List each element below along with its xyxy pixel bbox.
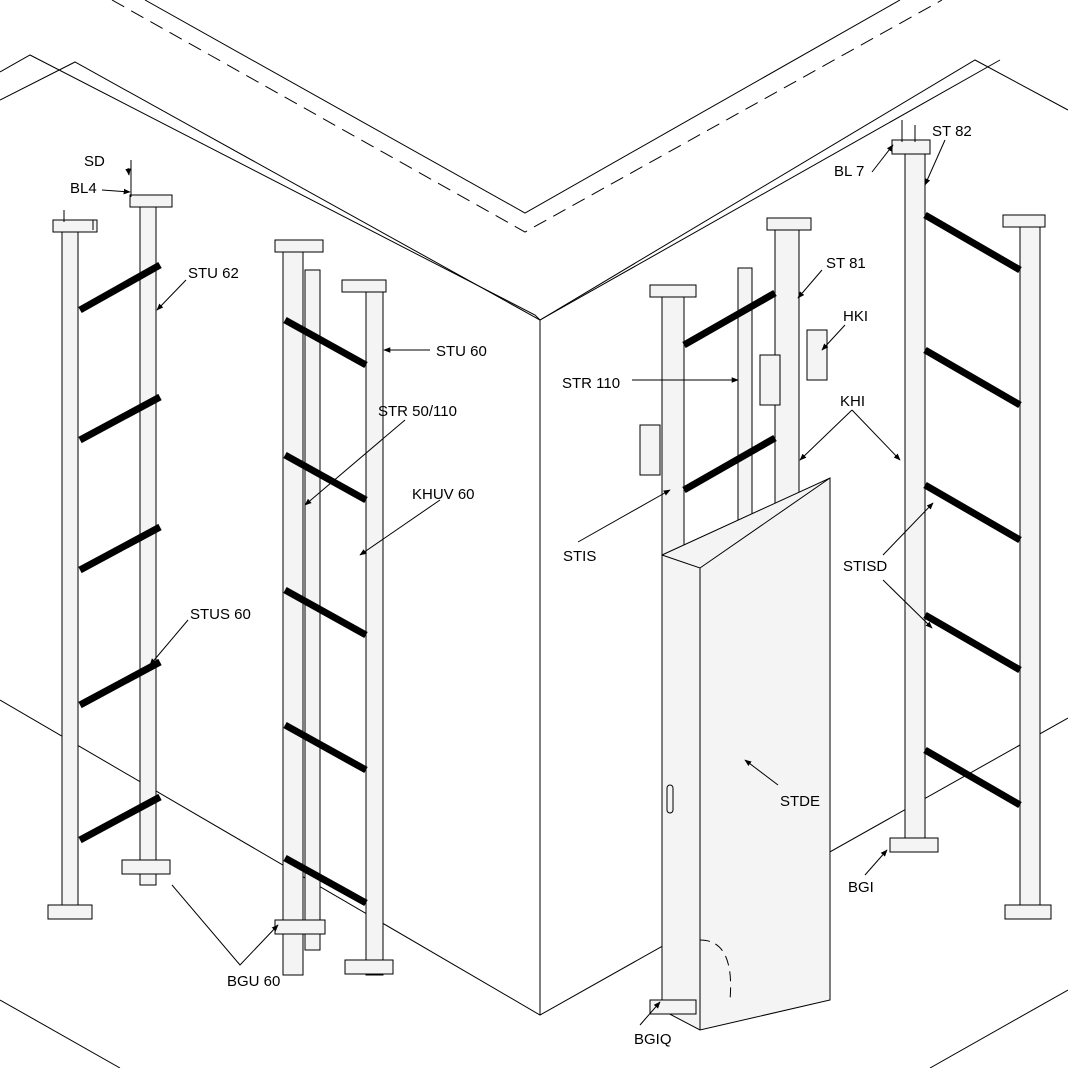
label-bgiq: BGIQ [634,1031,672,1048]
ladder-stu62 [47,160,173,920]
label-bgu60: BGU 60 [227,973,280,990]
label-stisd: STISD [843,558,887,575]
label-stu62: STU 62 [188,265,239,282]
label-stde: STDE [780,793,820,810]
label-st81: ST 81 [826,255,866,272]
label-sd: SD [84,153,105,170]
label-st82: ST 82 [932,123,972,140]
label-hki: HKI [843,308,868,325]
cabinet-stde [649,477,831,1031]
label-stu60: STU 60 [436,343,487,360]
leader-lines [101,139,946,1026]
label-str50-110: STR 50/110 [378,403,457,420]
label-khuv60: KHUV 60 [412,486,475,503]
label-bgi: BGI [848,879,874,896]
ladder-st82 [889,120,1052,920]
label-khi: KHI [840,393,865,410]
label-str110: STR 110 [562,375,620,392]
ladder-stu60 [274,239,394,976]
label-stis: STIS [563,548,596,565]
label-bl4: BL4 [70,180,97,197]
label-stus60: STUS 60 [190,606,251,623]
label-bl7: BL 7 [834,163,864,180]
